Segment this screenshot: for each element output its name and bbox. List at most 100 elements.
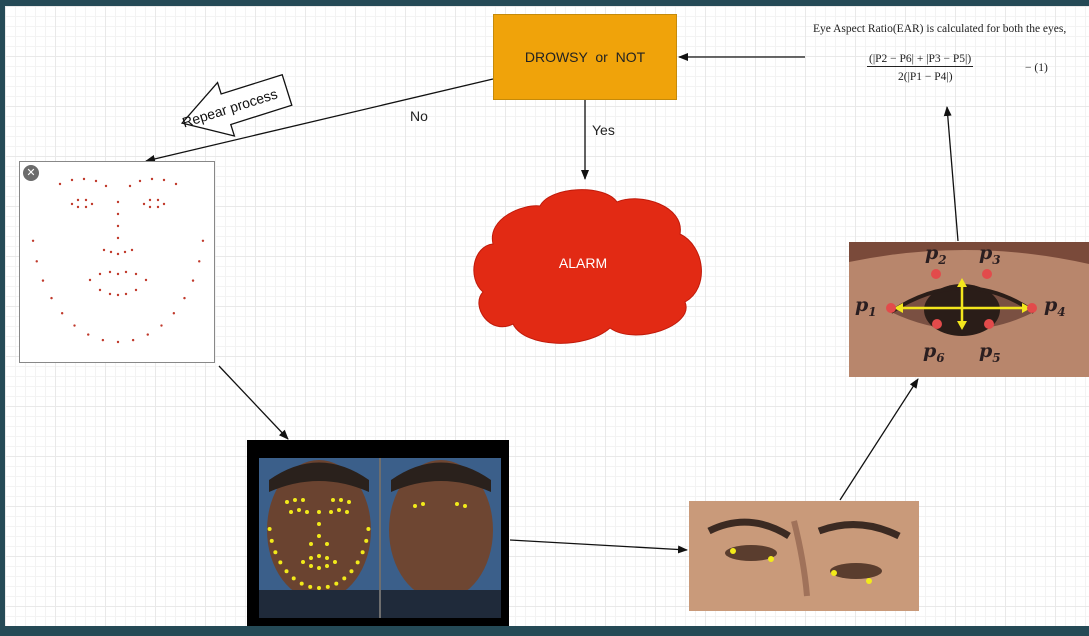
eye-region-crop (689, 501, 919, 611)
face-landmark-dot (342, 576, 347, 581)
alarm-label: ALARM (559, 255, 607, 271)
connectors: Repear process ALARM No Yes (145, 53, 959, 554)
face-landmark-dot (285, 500, 289, 504)
face-landmark-dot (309, 564, 313, 568)
point-label-p3: p3 (979, 242, 1001, 267)
landmark-dot (116, 293, 120, 297)
landmark-dot (116, 252, 120, 256)
landmark-dot (76, 205, 80, 209)
face-landmark-dot (339, 498, 343, 502)
face-landmark-dot (360, 550, 365, 555)
face-landmark-dot (333, 560, 337, 564)
face-landmark-dot (309, 556, 313, 560)
ear-formula-numerator: (|P2 − P6| + |P3 − P5|) (867, 53, 974, 67)
landmark-dot (148, 205, 152, 209)
landmark-dot (142, 202, 146, 206)
landmark-dot (183, 296, 186, 300)
landmark-dot (73, 324, 76, 327)
landmark-dot (58, 182, 62, 186)
landmark-dot (162, 202, 166, 206)
landmark-dot (130, 248, 134, 252)
face-landmark-dot (309, 542, 313, 546)
landmark-dot (198, 260, 201, 263)
eye-closeup-image: p1 p2 p3 p4 p5 p6 (849, 242, 1089, 377)
landmark-dot (60, 312, 64, 315)
face-landmark-dot (291, 576, 296, 581)
diagram-canvas: Repear process ALARM No Yes DROWSY or NO… (5, 6, 1089, 626)
landmark-dot (116, 236, 120, 240)
landmark-dot (82, 177, 86, 181)
arrow-faces-to-eyecrop (509, 539, 688, 554)
landmark-dot (70, 202, 74, 206)
landmark-dot (116, 340, 120, 344)
landmark-dot (128, 184, 132, 188)
landmark-dot (108, 270, 112, 274)
landmark-dot (50, 296, 53, 300)
face-landmark-dot (325, 542, 329, 546)
face-landmark-dot (317, 566, 321, 570)
alarm-cloud (473, 189, 702, 344)
face-landmark-dot (317, 522, 321, 526)
landmark-dot (87, 333, 90, 336)
landmark-dot (101, 338, 105, 342)
face-landmark-dot (301, 498, 305, 502)
landmark-dot (41, 279, 45, 282)
arrow-eyecrop-to-closeup (839, 378, 919, 501)
landmark-dot (94, 179, 98, 183)
landmark-dot (191, 279, 195, 282)
face-landmark-dot (334, 581, 339, 586)
point-label-p5: p5 (979, 340, 1001, 365)
eye-closeup-drawing (849, 242, 1089, 377)
arrow-decision-to-landmarks (145, 78, 494, 163)
face-landmark-dot (325, 584, 330, 589)
landmark-dot (116, 272, 120, 276)
face-landmark-dot (345, 510, 349, 514)
landmark-dot (156, 205, 160, 209)
face-landmark-dot (366, 526, 371, 531)
face-landmark-dot (317, 586, 321, 590)
face-landmark-dot (269, 538, 274, 543)
no-label: No (410, 108, 428, 124)
landmark-dot (144, 278, 148, 282)
face-landmark-dot (293, 498, 297, 502)
landmark-dot (146, 333, 149, 336)
landmark-dot (162, 178, 166, 182)
landmark-dot (84, 205, 88, 209)
face-landmark-dot (308, 584, 313, 589)
face-landmark-dot (331, 498, 335, 502)
drowsy-decision-box: DROWSY or NOT (493, 14, 677, 100)
face-landmark-dot (413, 504, 417, 508)
landmark-dot (116, 212, 120, 216)
face-landmark-dot (347, 500, 351, 504)
landmark-points (31, 177, 205, 344)
landmark-dot (109, 250, 113, 254)
landmark-dot (156, 198, 160, 202)
face-photos (259, 458, 501, 618)
landmark-dot (70, 178, 74, 182)
landmark-dot (131, 338, 135, 342)
landmark-dot (98, 288, 102, 292)
landmark-dot (134, 288, 138, 292)
landmark-dot (84, 198, 88, 202)
landmark-dot (102, 248, 106, 252)
landmark-dot (124, 292, 128, 296)
arrow-landmarks-to-faces (218, 365, 289, 440)
ear-formula-denominator: 2(|P1 − P4|) (898, 71, 953, 83)
face-landmark-dot (267, 526, 272, 531)
landmark-dot (150, 177, 154, 181)
close-icon[interactable]: ✕ (23, 165, 39, 181)
face-landmark-dot (297, 508, 301, 512)
landmark-dot (123, 250, 127, 254)
face-photos-panel (247, 440, 509, 626)
face-landmark-dot (463, 504, 467, 508)
landmark-dot (88, 278, 92, 282)
face-landmark-dot (317, 534, 321, 538)
face-landmark-dot (349, 569, 354, 574)
landmark-dot (160, 324, 163, 327)
face-landmark-dot (273, 550, 278, 555)
face-landmark-dot (325, 564, 329, 568)
landmark-dot (104, 184, 108, 188)
landmark-dot (138, 179, 142, 183)
landmark-dot (98, 272, 102, 276)
face-landmark-dot (455, 502, 459, 506)
